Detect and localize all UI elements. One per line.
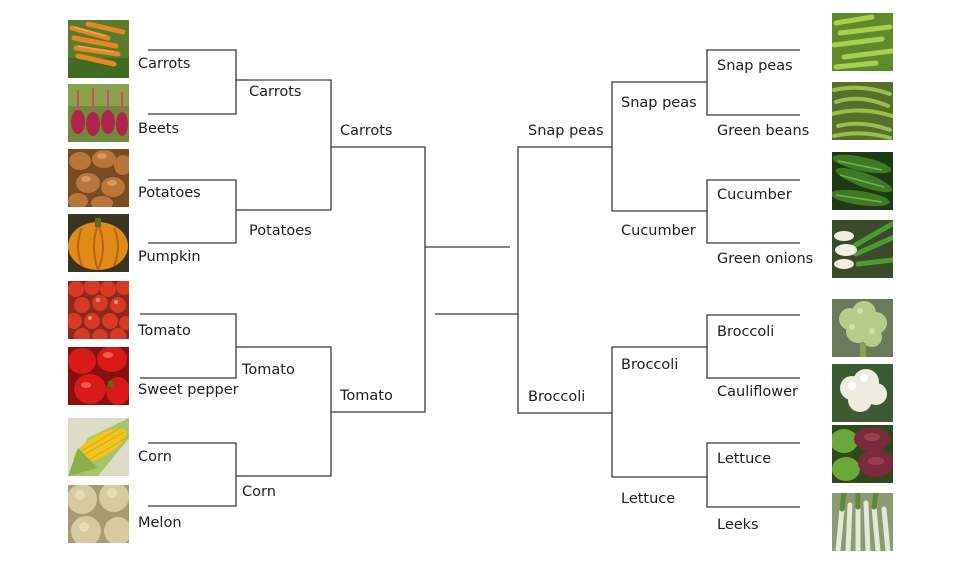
corn-photo <box>68 418 129 476</box>
bracket-right-r2-b <box>611 346 707 478</box>
carrots-photo <box>68 20 129 78</box>
broccoli-photo <box>832 299 893 357</box>
left-r1-label-7: Corn <box>138 449 172 465</box>
left-r3-label-2: Tomato <box>340 388 393 404</box>
left-r1-label-5: Tomato <box>138 323 191 339</box>
left-r1-label-4: Pumpkin <box>138 249 201 265</box>
snap-peas-photo <box>832 13 893 71</box>
bracket-right-r1-d <box>706 442 800 508</box>
left-r1-label-1: Carrots <box>138 56 191 72</box>
left-r1-label-6: Sweet pepper <box>138 382 239 398</box>
bracket-right-r3 <box>517 146 612 414</box>
cucumber-photo <box>832 152 893 210</box>
right-r2-label-2: Cucumber <box>621 223 696 239</box>
right-r2-label-4: Lettuce <box>621 491 676 507</box>
right-r1-label-7: Lettuce <box>717 451 772 467</box>
left-r1-label-2: Beets <box>138 121 180 137</box>
green-onions-photo <box>832 220 893 278</box>
melon-photo <box>68 485 129 543</box>
lettuce-photo <box>832 425 893 483</box>
bracket-left-r1-c <box>140 313 237 379</box>
bracket-left-r1-a <box>148 49 237 115</box>
right-r1-label-3: Cucumber <box>717 187 792 203</box>
pumpkin-photo <box>68 214 129 272</box>
left-r2-label-4: Corn <box>242 484 276 500</box>
green-beans-photo <box>832 82 893 140</box>
beets-photo <box>68 84 129 142</box>
right-r3-label-2: Broccoli <box>528 389 586 405</box>
sweet-pepper-photo <box>68 347 129 405</box>
right-r1-label-6: Cauliflower <box>717 384 799 400</box>
bracket-left-r2-a <box>248 79 332 211</box>
right-r1-label-5: Broccoli <box>717 324 775 340</box>
left-r3-label-1: Carrots <box>340 123 393 139</box>
right-r1-label-1: Snap peas <box>717 58 793 74</box>
right-r1-label-2: Green beans <box>717 123 810 139</box>
right-r2-label-1: Snap peas <box>621 95 697 111</box>
potatoes-photo <box>68 149 129 207</box>
left-r2-label-3: Tomato <box>242 362 295 378</box>
left-r2-label-1: Carrots <box>249 84 302 100</box>
tomato-photo <box>68 281 129 339</box>
cauliflower-photo <box>832 364 893 422</box>
left-r2-label-2: Potatoes <box>249 223 312 239</box>
right-r2-label-3: Broccoli <box>621 357 679 373</box>
right-r1-label-4: Green onions <box>717 251 814 267</box>
left-r1-label-3: Potatoes <box>138 185 201 201</box>
bracket-left-r1-b <box>148 179 237 244</box>
leeks-photo <box>832 493 893 551</box>
left-r1-label-8: Melon <box>138 515 182 531</box>
right-r1-label-8: Leeks <box>717 517 759 533</box>
bracket-left-r1-d <box>148 442 237 507</box>
bracket-left-r3 <box>331 146 426 413</box>
right-r3-label-1: Snap peas <box>528 123 604 139</box>
